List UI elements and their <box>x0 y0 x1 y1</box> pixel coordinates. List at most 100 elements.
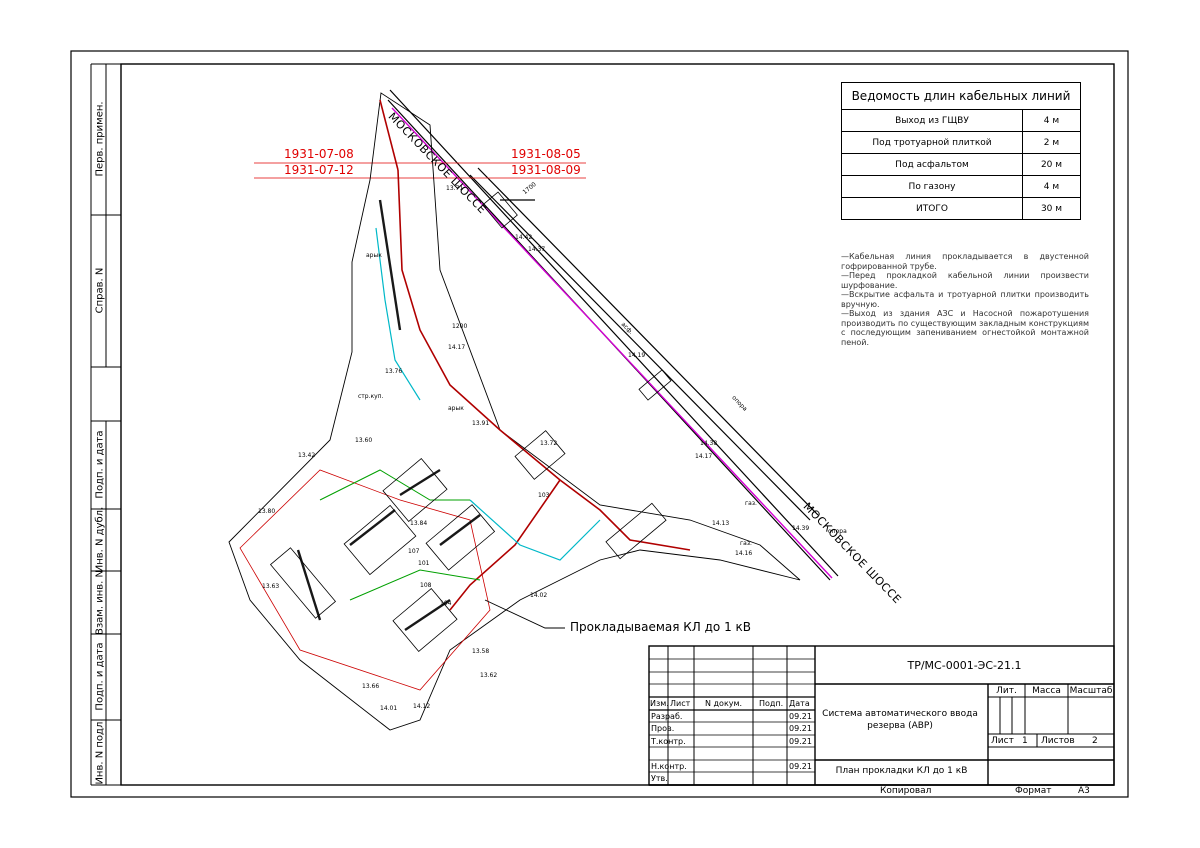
table-row: ИТОГО 30 м <box>841 197 1081 220</box>
scale-label: Масштаб <box>1069 686 1113 696</box>
plan-mark: 14.42 <box>515 234 533 241</box>
plan-mark: 14.16 <box>735 550 753 557</box>
format-label: Формат <box>1015 786 1052 796</box>
general-notes: —Кабельная линия прокладывается в двусте… <box>841 252 1089 347</box>
cable-row-length: 4 м <box>1022 109 1081 132</box>
tb-header-doc: N докум. <box>705 699 743 708</box>
cable-table-title: Ведомость длин кабельных линий <box>841 82 1081 110</box>
plan-mark: 14.39 <box>792 525 810 532</box>
left-strip <box>90 63 121 786</box>
signer-role: Утв. <box>651 774 668 783</box>
mass-label: Масса <box>1032 686 1061 696</box>
signer-date: 09.21 <box>789 737 812 746</box>
plan-mark: 14.17 <box>448 344 466 351</box>
road-edges <box>387 89 839 581</box>
plan-mark: 14.37 <box>528 246 546 253</box>
plan-mark: 13.66 <box>362 683 380 690</box>
cable-row-name: ИТОГО <box>841 197 1023 220</box>
plan-mark: 103 <box>538 492 550 499</box>
note-item: —Кабельная линия прокладывается в двусте… <box>841 252 1089 271</box>
cable-row-name: По газону <box>841 175 1023 198</box>
plan-mark: 108 <box>420 582 432 589</box>
date-label-top-right: 1931-08-05 <box>511 147 581 161</box>
plan-mark: 13.72 <box>540 440 558 447</box>
plan-mark: 14.19 <box>628 352 646 359</box>
table-row: Под асфальтом 20 м <box>841 153 1081 176</box>
cable-row-length: 30 м <box>1022 197 1081 220</box>
table-row: Под тротуарной плиткой 2 м <box>841 131 1081 154</box>
green-lines <box>319 469 481 601</box>
signer-role: Разраб. <box>651 712 683 721</box>
cable-row-name: Под асфальтом <box>841 153 1023 176</box>
plan-mark: 14.13 <box>712 520 730 527</box>
title-block-grid <box>648 645 1115 786</box>
note-item: —Вскрытие асфальта и тротуарной плитки п… <box>841 290 1089 309</box>
signer-date: 09.21 <box>789 762 812 771</box>
signer-date: 09.21 <box>789 712 812 721</box>
plan-mark: 14.01 <box>380 705 398 712</box>
lit-label: Лит. <box>996 686 1017 696</box>
table-row: Выход из ГЩВУ 4 м <box>841 109 1081 132</box>
plan-mark: 14.12 <box>413 703 431 710</box>
cable-row-length: 20 м <box>1022 153 1081 176</box>
plan-mark: опора <box>828 528 847 535</box>
strip-label-perv-primen: Перв. примен. <box>94 101 106 177</box>
plan-mark: 101 <box>418 560 430 567</box>
plan-mark: 13.71 <box>446 185 464 192</box>
plan-mark: 14.38 <box>700 440 718 447</box>
cable-row-name: Выход из ГЩВУ <box>841 109 1023 132</box>
cable-row-length: 4 м <box>1022 175 1081 198</box>
plan-mark: 104 <box>440 600 452 607</box>
doc-code: ТР/МС-0001-ЭС-21.1 <box>907 659 1022 672</box>
building-hatches <box>269 191 672 652</box>
cyan-lines <box>375 227 601 561</box>
tb-header-date: Дата <box>789 699 810 708</box>
sheet-value: 1 <box>1022 736 1028 746</box>
date-label-bottom-left: 1931-07-12 <box>284 163 354 177</box>
tb-header-list: Лист <box>670 699 691 708</box>
plan-mark: газ. <box>745 500 757 507</box>
plan-mark: 13.76 <box>385 368 403 375</box>
plan-mark: 13.91 <box>472 420 490 427</box>
tb-header-izm: Изм. <box>650 699 669 708</box>
sheet-name: План прокладки КЛ до 1 кВ <box>835 766 968 776</box>
magenta-boundary-line <box>391 107 833 579</box>
date-lines <box>254 162 586 179</box>
outer-frame <box>70 50 1129 798</box>
cable-length-table: Ведомость длин кабельных линий Выход из … <box>841 82 1081 220</box>
plan-mark: 14.02 <box>530 592 548 599</box>
copied-label: Копировал <box>880 786 932 796</box>
signer-role: Пров. <box>651 724 675 733</box>
plan-mark: 13.62 <box>480 672 498 679</box>
plan-mark: 13.63 <box>262 583 280 590</box>
inner-frame <box>120 63 1115 786</box>
plan-mark: 1200 <box>452 323 468 330</box>
signer-date: 09.21 <box>789 724 812 733</box>
signer-role: Н.контр. <box>651 762 687 771</box>
sheets-value: 2 <box>1092 736 1098 746</box>
cable-callout-label: Прокладываемая КЛ до 1 кВ <box>570 620 752 634</box>
cable-row-length: 2 м <box>1022 131 1081 154</box>
signer-role: Т.контр. <box>651 737 686 746</box>
note-item: —Перед прокладкой кабельной линии произв… <box>841 271 1089 290</box>
tb-header-podp: Подп. <box>759 699 784 708</box>
site-parcel <box>228 92 801 731</box>
sheet-label: Лист <box>991 736 1014 746</box>
format-value: А3 <box>1078 786 1090 796</box>
table-row: По газону 4 м <box>841 175 1081 198</box>
date-label-bottom-right: 1931-08-09 <box>511 163 581 177</box>
strip-label-inv-n-podl: Инв. N подл. <box>94 718 106 785</box>
plan-mark: 13.84 <box>410 520 428 527</box>
plan-mark: арык <box>448 405 464 412</box>
plan-mark: арык <box>366 252 382 259</box>
callout-leader <box>484 599 565 629</box>
strip-label-sprav-n: Справ. N <box>94 267 106 314</box>
plan-mark: 107 <box>408 548 420 555</box>
plan-mark: 13.58 <box>472 648 490 655</box>
plan-mark: газ. <box>740 540 752 547</box>
plan-mark: стр.куп. <box>358 393 384 400</box>
plan-mark: 14.17 <box>695 453 713 460</box>
plan-mark: 13.60 <box>355 437 373 444</box>
system-name: Система автоматического ввода резерва (А… <box>822 709 978 731</box>
